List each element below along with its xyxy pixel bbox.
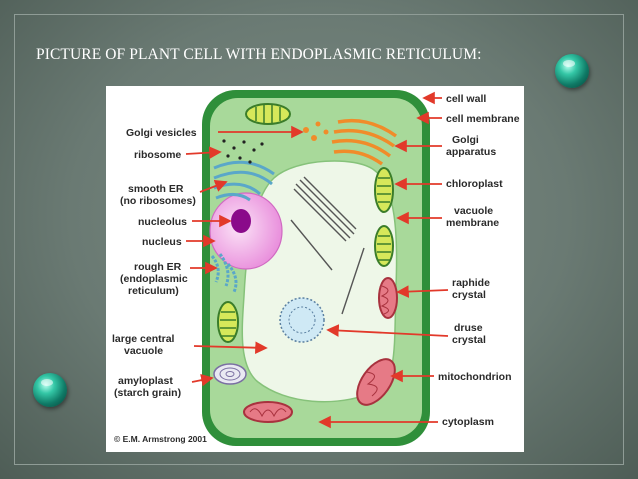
label-rough-er-note-1: (endoplasmic	[120, 273, 188, 285]
golgi-vesicles	[303, 121, 329, 141]
label-druse-crystal: druse	[454, 322, 483, 334]
label-golgi-apparatus-2: apparatus	[446, 146, 496, 158]
slide-title: PICTURE OF PLANT CELL WITH ENDOPLASMIC R…	[36, 46, 482, 63]
label-vacuole-membrane: vacuole	[454, 205, 493, 217]
label-druse-crystal-2: crystal	[452, 334, 486, 346]
raphide-crystal-bundle	[290, 176, 365, 315]
nucleus	[209, 192, 283, 270]
label-cell-wall: cell wall	[446, 93, 486, 105]
nucleolus	[231, 209, 251, 233]
label-vacuole-membrane-2: membrane	[446, 217, 499, 229]
label-raphide-crystal-2: crystal	[452, 289, 486, 301]
copyright-text: © E.M. Armstrong 2001	[114, 434, 207, 444]
label-large-central-vacuole-2: vacuole	[124, 345, 163, 357]
label-smooth-er-note: (no ribosomes)	[120, 195, 196, 207]
label-ribosome: ribosome	[134, 149, 181, 161]
druse-crystal	[279, 297, 325, 343]
slide-frame	[14, 14, 624, 465]
chloroplasts	[217, 103, 394, 343]
pointer-arrows	[185, 91, 449, 429]
label-cytoplasm: cytoplasm	[442, 416, 494, 428]
golgi-apparatus	[331, 118, 398, 166]
label-rough-er: rough ER	[134, 261, 182, 273]
ribosomes	[222, 139, 264, 164]
label-nucleus: nucleus	[142, 236, 182, 248]
label-raphide-crystal: raphide	[452, 277, 490, 289]
label-golgi-apparatus: Golgi	[452, 134, 479, 146]
label-mitochondrion: mitochondrion	[438, 371, 512, 383]
teal-orb-icon	[33, 373, 67, 407]
label-rough-er-note-2: reticulum)	[128, 285, 179, 297]
plant-cell-diagram: Golgi vesicles ribosome smooth ER (no ri…	[106, 86, 524, 452]
label-nucleolus: nucleolus	[138, 216, 187, 228]
mitochondria	[243, 277, 398, 423]
label-chloroplast: chloroplast	[446, 178, 503, 190]
label-golgi-vesicles: Golgi vesicles	[126, 127, 197, 139]
label-smooth-er: smooth ER	[128, 183, 184, 195]
rough-er	[210, 253, 238, 293]
label-amyloplast: amyloplast	[118, 375, 173, 387]
label-amyloplast-note: (starch grain)	[114, 387, 181, 399]
teal-orb-icon	[555, 54, 589, 88]
amyloplast	[213, 363, 247, 385]
label-large-central-vacuole: large central	[112, 333, 175, 345]
label-cell-membrane: cell membrane	[446, 113, 520, 125]
